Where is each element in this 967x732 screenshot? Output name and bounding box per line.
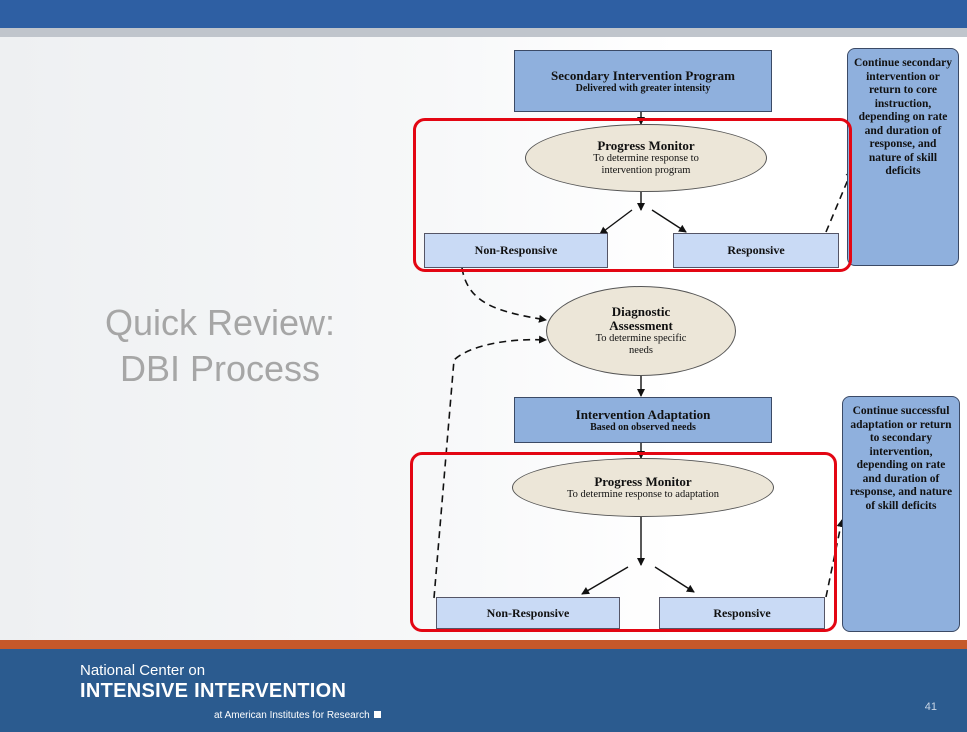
progress-monitor-oval-2: Progress Monitor To determine response t… bbox=[512, 458, 774, 517]
org-name-line1: National Center on bbox=[80, 662, 206, 679]
diagnostic-assessment-oval: Diagnostic Assessment To determine speci… bbox=[546, 286, 736, 376]
slide-title-line2: DBI Process bbox=[119, 348, 321, 389]
top-bar bbox=[0, 0, 967, 28]
arrow-to-responsive-1 bbox=[651, 209, 687, 233]
highlight-frame-1 bbox=[413, 118, 852, 272]
diagnostic-assessment-subtitle: To determine specific needs bbox=[595, 333, 687, 356]
slide-title-line1: Quick Review: bbox=[104, 302, 336, 343]
progress-monitor-oval-1: Progress Monitor To determine response t… bbox=[525, 124, 767, 192]
top-bar-stripe bbox=[0, 28, 967, 37]
progress-monitor-1-subtitle: To determine response to intervention pr… bbox=[593, 153, 699, 176]
progress-monitor-2-title: Progress Monitor bbox=[594, 473, 692, 489]
non-responsive-2-label: Non-Responsive bbox=[486, 605, 570, 620]
progress-monitor-2-subtitle: To determine response to adaptation bbox=[566, 488, 720, 500]
secondary-intervention-title: Secondary Intervention Program bbox=[551, 67, 735, 83]
footer-accent-bar bbox=[0, 640, 967, 649]
non-responsive-1-label: Non-Responsive bbox=[474, 243, 558, 257]
org-name-line2: INTENSIVE INTERVENTION bbox=[80, 680, 347, 702]
secondary-intervention-box: Secondary Intervention Program Delivered… bbox=[514, 50, 772, 112]
diagram-connectors bbox=[433, 112, 853, 599]
non-responsive-box-2: Non-Responsive bbox=[436, 597, 620, 629]
responsive-box-1: Responsive bbox=[673, 233, 839, 268]
continue-note-1-text: Continue secondary intervention or retur… bbox=[853, 57, 953, 177]
progress-monitor-1-title: Progress Monitor bbox=[597, 138, 695, 153]
intervention-adaptation-title: Intervention Adaptation bbox=[575, 406, 711, 422]
arrow-to-nonresponsive-1 bbox=[599, 209, 633, 235]
responsive-2-label: Responsive bbox=[713, 605, 771, 620]
diagnostic-assessment-title: Diagnostic Assessment bbox=[609, 304, 673, 333]
highlight-frame-2 bbox=[410, 452, 837, 632]
secondary-intervention-subtitle: Delivered with greater intensity bbox=[575, 82, 711, 94]
continue-note-2: Continue successful adaptation or return… bbox=[842, 396, 960, 632]
responsive-1-label: Responsive bbox=[727, 243, 785, 257]
slide-title: Quick Review: DBI Process bbox=[40, 300, 400, 392]
continue-note-2-text: Continue successful adaptation or return… bbox=[849, 405, 953, 512]
org-affiliation-text: at American Institutes for Research bbox=[214, 710, 370, 721]
slide-background bbox=[0, 37, 967, 640]
continue-note-1: Continue secondary intervention or retur… bbox=[847, 48, 959, 266]
dashed-arrow-to-diagnostic-2 bbox=[433, 335, 547, 599]
non-responsive-box-1: Non-Responsive bbox=[424, 233, 608, 268]
intervention-adaptation-box: Intervention Adaptation Based on observe… bbox=[514, 397, 772, 443]
arrow-to-responsive-2 bbox=[654, 566, 695, 593]
arrow-to-nonresponsive-2 bbox=[581, 566, 629, 595]
square-icon bbox=[373, 711, 381, 718]
responsive-box-2: Responsive bbox=[659, 597, 825, 629]
page-number: 41 bbox=[924, 701, 937, 713]
dashed-arrow-to-diagnostic-1 bbox=[461, 267, 547, 323]
footer-bar bbox=[0, 649, 967, 732]
intervention-adaptation-subtitle: Based on observed needs bbox=[590, 421, 696, 433]
org-affiliation: at American Institutes for Research bbox=[214, 710, 381, 721]
